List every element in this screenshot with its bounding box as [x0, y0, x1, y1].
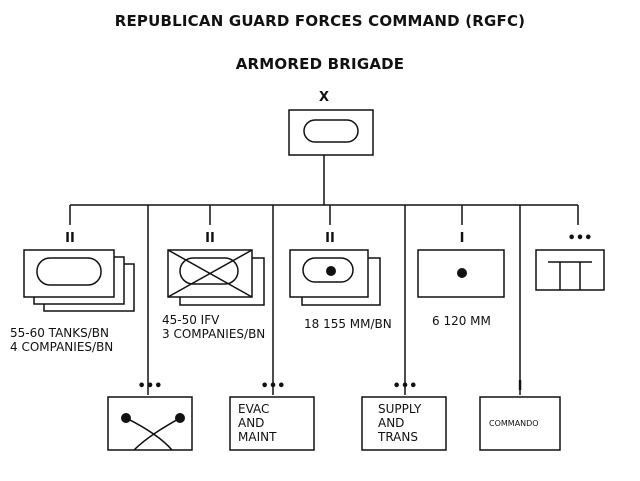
maintenance-label-line1: EVAC	[238, 402, 270, 416]
supply-label-line2: AND	[378, 416, 405, 430]
commando-box	[479, 396, 561, 451]
commando-echelon-marker: I	[517, 379, 523, 394]
engineer-echelon-marker: •••	[567, 231, 593, 246]
tank-echelon-marker: II	[65, 231, 75, 246]
supply-label-line1: SUPPLY	[378, 402, 422, 416]
mortar-box	[417, 249, 505, 298]
brigade-box	[288, 109, 374, 156]
ifv-caption-line2: 3 COMPANIES/BN	[162, 327, 266, 341]
mortar-caption: 6 120 MM	[432, 314, 491, 328]
commando-label: COMMANDO	[489, 419, 539, 428]
ifv-armor-symbol	[179, 257, 239, 285]
artillery-echelon-marker: II	[325, 231, 335, 246]
artillery-caption: 18 155 MM/BN	[304, 317, 392, 331]
ifv-cross-2	[167, 249, 253, 298]
maintenance-label-line3: MAINT	[238, 430, 277, 444]
engineer-box	[535, 249, 605, 291]
supply-echelon-marker: •••	[392, 379, 418, 394]
tank-armor-symbol	[36, 257, 102, 286]
artillery-dot	[326, 266, 336, 276]
signal-echelon-marker: •••	[137, 379, 163, 394]
maintenance-label-line2: AND	[238, 416, 265, 430]
mortar-echelon-marker: I	[459, 231, 465, 246]
tank-caption-line2: 4 COMPANIES/BN	[10, 340, 114, 354]
maintenance-echelon-marker: •••	[260, 379, 286, 394]
ifv-echelon-marker: II	[205, 231, 215, 246]
brigade-echelon-marker: X	[318, 90, 330, 105]
armor-symbol	[303, 119, 359, 143]
signal-curve-2	[133, 417, 181, 451]
chart-subtitle: ARMORED BRIGADE	[235, 55, 405, 73]
artillery-armor-symbol	[302, 257, 354, 283]
signal-box	[107, 396, 193, 451]
supply-box	[361, 396, 447, 451]
signal-lightning-left	[121, 413, 131, 423]
chart-title: REPUBLICAN GUARD FORCES COMMAND (RGFC)	[114, 12, 526, 30]
signal-lightning-right	[175, 413, 185, 423]
ifv-caption-line1: 45-50 IFV	[162, 313, 220, 327]
maintenance-box	[229, 396, 315, 451]
tank-caption-line1: 55-60 TANKS/BN	[10, 326, 110, 340]
mortar-dot	[457, 268, 467, 278]
signal-curve-1	[125, 417, 173, 451]
supply-label-line3: TRANS	[378, 430, 418, 444]
